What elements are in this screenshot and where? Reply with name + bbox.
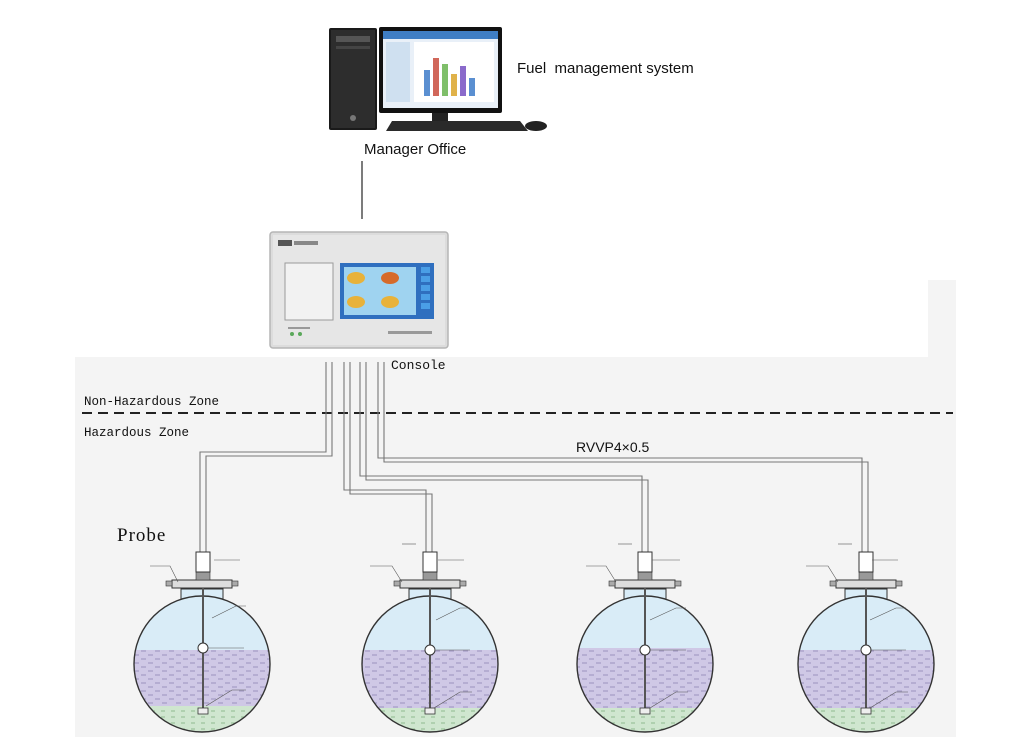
cable-label: RVVP4×0.5 <box>576 439 650 455</box>
background-panel <box>75 280 956 737</box>
office-label: Manager Office <box>364 141 466 158</box>
system-label: Fuel management system <box>517 60 694 77</box>
non-hazardous-zone-label: Non-Hazardous Zone <box>84 395 219 409</box>
callout-leaders <box>150 543 908 709</box>
probe-label: Probe <box>117 525 166 546</box>
probe <box>195 551 211 715</box>
computer-icon <box>329 27 547 131</box>
probe-cables <box>199 362 869 552</box>
console-unit <box>269 231 449 349</box>
probe <box>422 551 438 715</box>
probe <box>637 551 653 715</box>
console-label: Console <box>391 358 446 373</box>
probe <box>858 551 874 715</box>
hazardous-zone-label: Hazardous Zone <box>84 426 189 440</box>
